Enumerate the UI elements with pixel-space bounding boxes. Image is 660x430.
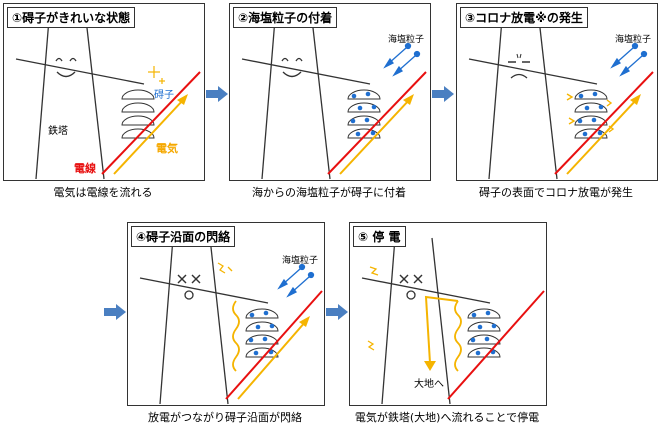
current-arrow	[566, 98, 638, 175]
panel-2-caption: 海からの海塩粒子が碍子に付着	[252, 186, 406, 199]
current-arrow-head	[177, 94, 188, 105]
wire-label: 電線	[74, 162, 96, 175]
panel-1-illustration	[15, 18, 201, 180]
tower-leg-right	[209, 237, 229, 405]
flashover-discharge	[232, 300, 240, 372]
current-arrow-head	[299, 316, 310, 327]
panel-5-caption: 電気が鉄塔(大地)へ流れることで停電	[354, 411, 540, 424]
panel-2-illustration	[241, 18, 427, 180]
power-line	[554, 71, 654, 175]
panel-5-title: ⑤ 停 電	[353, 226, 406, 247]
salt-particles	[470, 310, 497, 356]
insulator-string	[121, 89, 155, 139]
spark-icon	[367, 266, 379, 351]
panel-3-caption: 碍子の表面でコロナ放電が発生	[479, 186, 633, 199]
panel-3-illustration	[468, 18, 654, 180]
tower-leg-left	[35, 18, 50, 180]
salt-arrow-icon	[277, 263, 315, 298]
panel-2: ②海塩粒子の付着 海塩粒子	[229, 3, 431, 181]
salt-arrow-icon	[383, 42, 421, 77]
ground-label: 大地へ	[414, 379, 444, 390]
tower-leg-right	[538, 18, 558, 180]
tower-label: 鉄塔	[48, 126, 68, 137]
power-line	[327, 71, 427, 175]
tower-leg-right	[311, 18, 331, 180]
x-eyes	[177, 274, 201, 284]
tower-leg-left	[381, 237, 396, 405]
panel-4: ④碍子沿面の閃絡 海塩粒子	[127, 222, 325, 406]
step-arrow-icon	[104, 304, 126, 320]
step-arrow-icon	[432, 86, 454, 102]
ground-current-arrow-head	[424, 361, 436, 371]
eye-left	[55, 57, 63, 62]
panel-4-illustration	[139, 237, 323, 405]
salt-label: 海塩粒子	[388, 35, 425, 45]
panel-3-title: ③コロナ放電※の発生	[460, 7, 588, 28]
panel-5-illustration	[361, 237, 545, 405]
panel-3: ③コロナ放電※の発生 海塩粒子	[456, 3, 658, 181]
current-arrow-head	[630, 94, 641, 105]
electricity-label: 電気	[156, 142, 178, 155]
power-line	[447, 290, 545, 400]
open-mouth	[406, 290, 416, 300]
tower-arm	[468, 58, 598, 85]
smile-mouth	[282, 71, 302, 78]
current-arrow-head	[403, 94, 414, 105]
salt-label: 海塩粒子	[615, 35, 652, 45]
ground-current-arrow	[424, 295, 459, 364]
open-mouth	[184, 290, 194, 300]
panel-4-caption: 放電がつながり碍子沿面が閃絡	[148, 411, 302, 424]
step-arrow-icon	[206, 86, 228, 102]
frown-mouth	[510, 73, 528, 79]
eye-right	[69, 57, 77, 62]
current-arrow	[237, 320, 307, 400]
tower-leg-left	[488, 18, 503, 180]
power-line	[225, 290, 323, 400]
tower-arm	[241, 58, 371, 85]
sparkle-icon	[148, 66, 165, 84]
eye-left	[281, 57, 289, 62]
current-arrow	[339, 98, 411, 175]
tower-arm	[15, 58, 145, 85]
spark-icon	[217, 262, 233, 274]
tower-leg-right	[85, 18, 105, 180]
current-arrow	[113, 98, 185, 175]
panel-1: ①碍子がきれいな状態 鉄塔 碍子 電気 電線	[3, 3, 205, 181]
insulator-label: 碍子	[154, 90, 174, 101]
sweat-mark	[516, 53, 519, 59]
salt-particles	[577, 91, 604, 137]
panel-5: ⑤ 停 電 大地へ	[349, 222, 547, 406]
tower-leg-right	[431, 237, 451, 405]
eye-right	[295, 57, 303, 62]
corona-spark-icon	[566, 93, 615, 133]
step-arrow-icon	[326, 304, 348, 320]
sweat-mark	[519, 53, 522, 59]
salt-particles	[350, 91, 377, 137]
smile-mouth	[56, 71, 76, 78]
panel-4-title: ④碍子沿面の閃絡	[131, 226, 236, 247]
salt-label: 海塩粒子	[282, 256, 319, 266]
power-line	[101, 71, 201, 175]
flashover-discharge	[454, 300, 462, 372]
panel-1-caption: 電気は電線を流れる	[53, 186, 153, 199]
panel-1-title: ①碍子がきれいな状態	[7, 7, 136, 28]
tower-leg-left	[261, 18, 276, 180]
tower-arm	[139, 277, 269, 304]
x-eyes	[399, 274, 423, 284]
tower-leg-left	[159, 237, 174, 405]
panel-2-title: ②海塩粒子の付着	[233, 7, 338, 28]
tower-arm	[361, 277, 491, 304]
salt-arrow-icon	[610, 42, 648, 77]
